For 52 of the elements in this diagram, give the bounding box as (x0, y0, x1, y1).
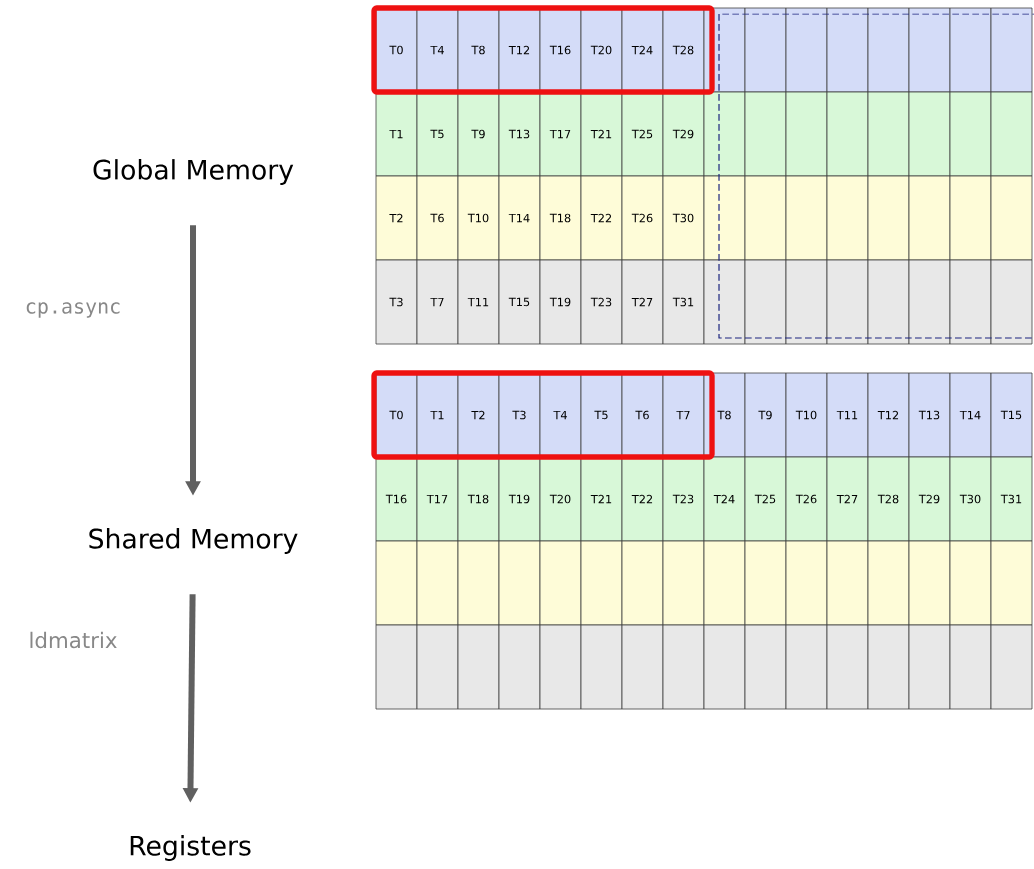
table-cell: T25 (621, 91, 664, 177)
edge-label: cp.async (26, 302, 120, 318)
table-cell: T7 (416, 259, 459, 345)
table-cell: T18 (539, 175, 582, 261)
table-cell: T27 (826, 456, 869, 542)
table-cell: T9 (744, 372, 787, 458)
table-cell: T19 (498, 456, 541, 542)
table-cell: T24 (703, 456, 746, 542)
table-cell: T30 (662, 175, 705, 261)
table-cell: T12 (867, 372, 910, 458)
table-cell: T18 (457, 456, 500, 542)
table-cell: T31 (662, 259, 705, 345)
table-cell: T23 (580, 259, 623, 345)
table-cell: T15 (498, 259, 541, 345)
table-cell: T21 (580, 91, 623, 177)
table-cell: T10 (785, 372, 828, 458)
table-cell: T22 (580, 175, 623, 261)
table-cell: T19 (539, 259, 582, 345)
table-cell: T16 (375, 456, 418, 542)
table-cell: T30 (949, 456, 992, 542)
table-cell: T17 (539, 91, 582, 177)
memory-label: Global Memory (93, 159, 294, 185)
table-cell: T26 (785, 456, 828, 542)
edge-label: ldmatrix (30, 631, 117, 649)
table-cell: T1 (375, 91, 418, 177)
table-cell: T25 (744, 456, 787, 542)
table-cell: T13 (498, 91, 541, 177)
table-cell: T3 (375, 259, 418, 345)
table-cell: T31 (990, 456, 1033, 542)
table-cell: T14 (498, 175, 541, 261)
table-cell: T13 (908, 372, 951, 458)
table-cell: T28 (867, 456, 910, 542)
table-cell: T6 (416, 175, 459, 261)
table-cell: T26 (621, 175, 664, 261)
table-cell: T9 (457, 91, 500, 177)
table-cell: T10 (457, 175, 500, 261)
table-cell: T20 (539, 456, 582, 542)
table-cell: T21 (580, 456, 623, 542)
memory-label: Shared Memory (89, 528, 298, 554)
memory-label: Registers (130, 835, 251, 861)
table-cell: T29 (662, 91, 705, 177)
table-cell: T5 (416, 91, 459, 177)
table-cell: T2 (375, 175, 418, 261)
table-cell: T29 (908, 456, 951, 542)
table-cell: T15 (990, 372, 1033, 458)
table-cell: T27 (621, 259, 664, 345)
table-cell: T14 (949, 372, 992, 458)
table-cell: T17 (416, 456, 459, 542)
table-cell: T11 (457, 259, 500, 345)
table-cell: T22 (621, 456, 664, 542)
table-cell: T11 (826, 372, 869, 458)
table-cell: T23 (662, 456, 705, 542)
